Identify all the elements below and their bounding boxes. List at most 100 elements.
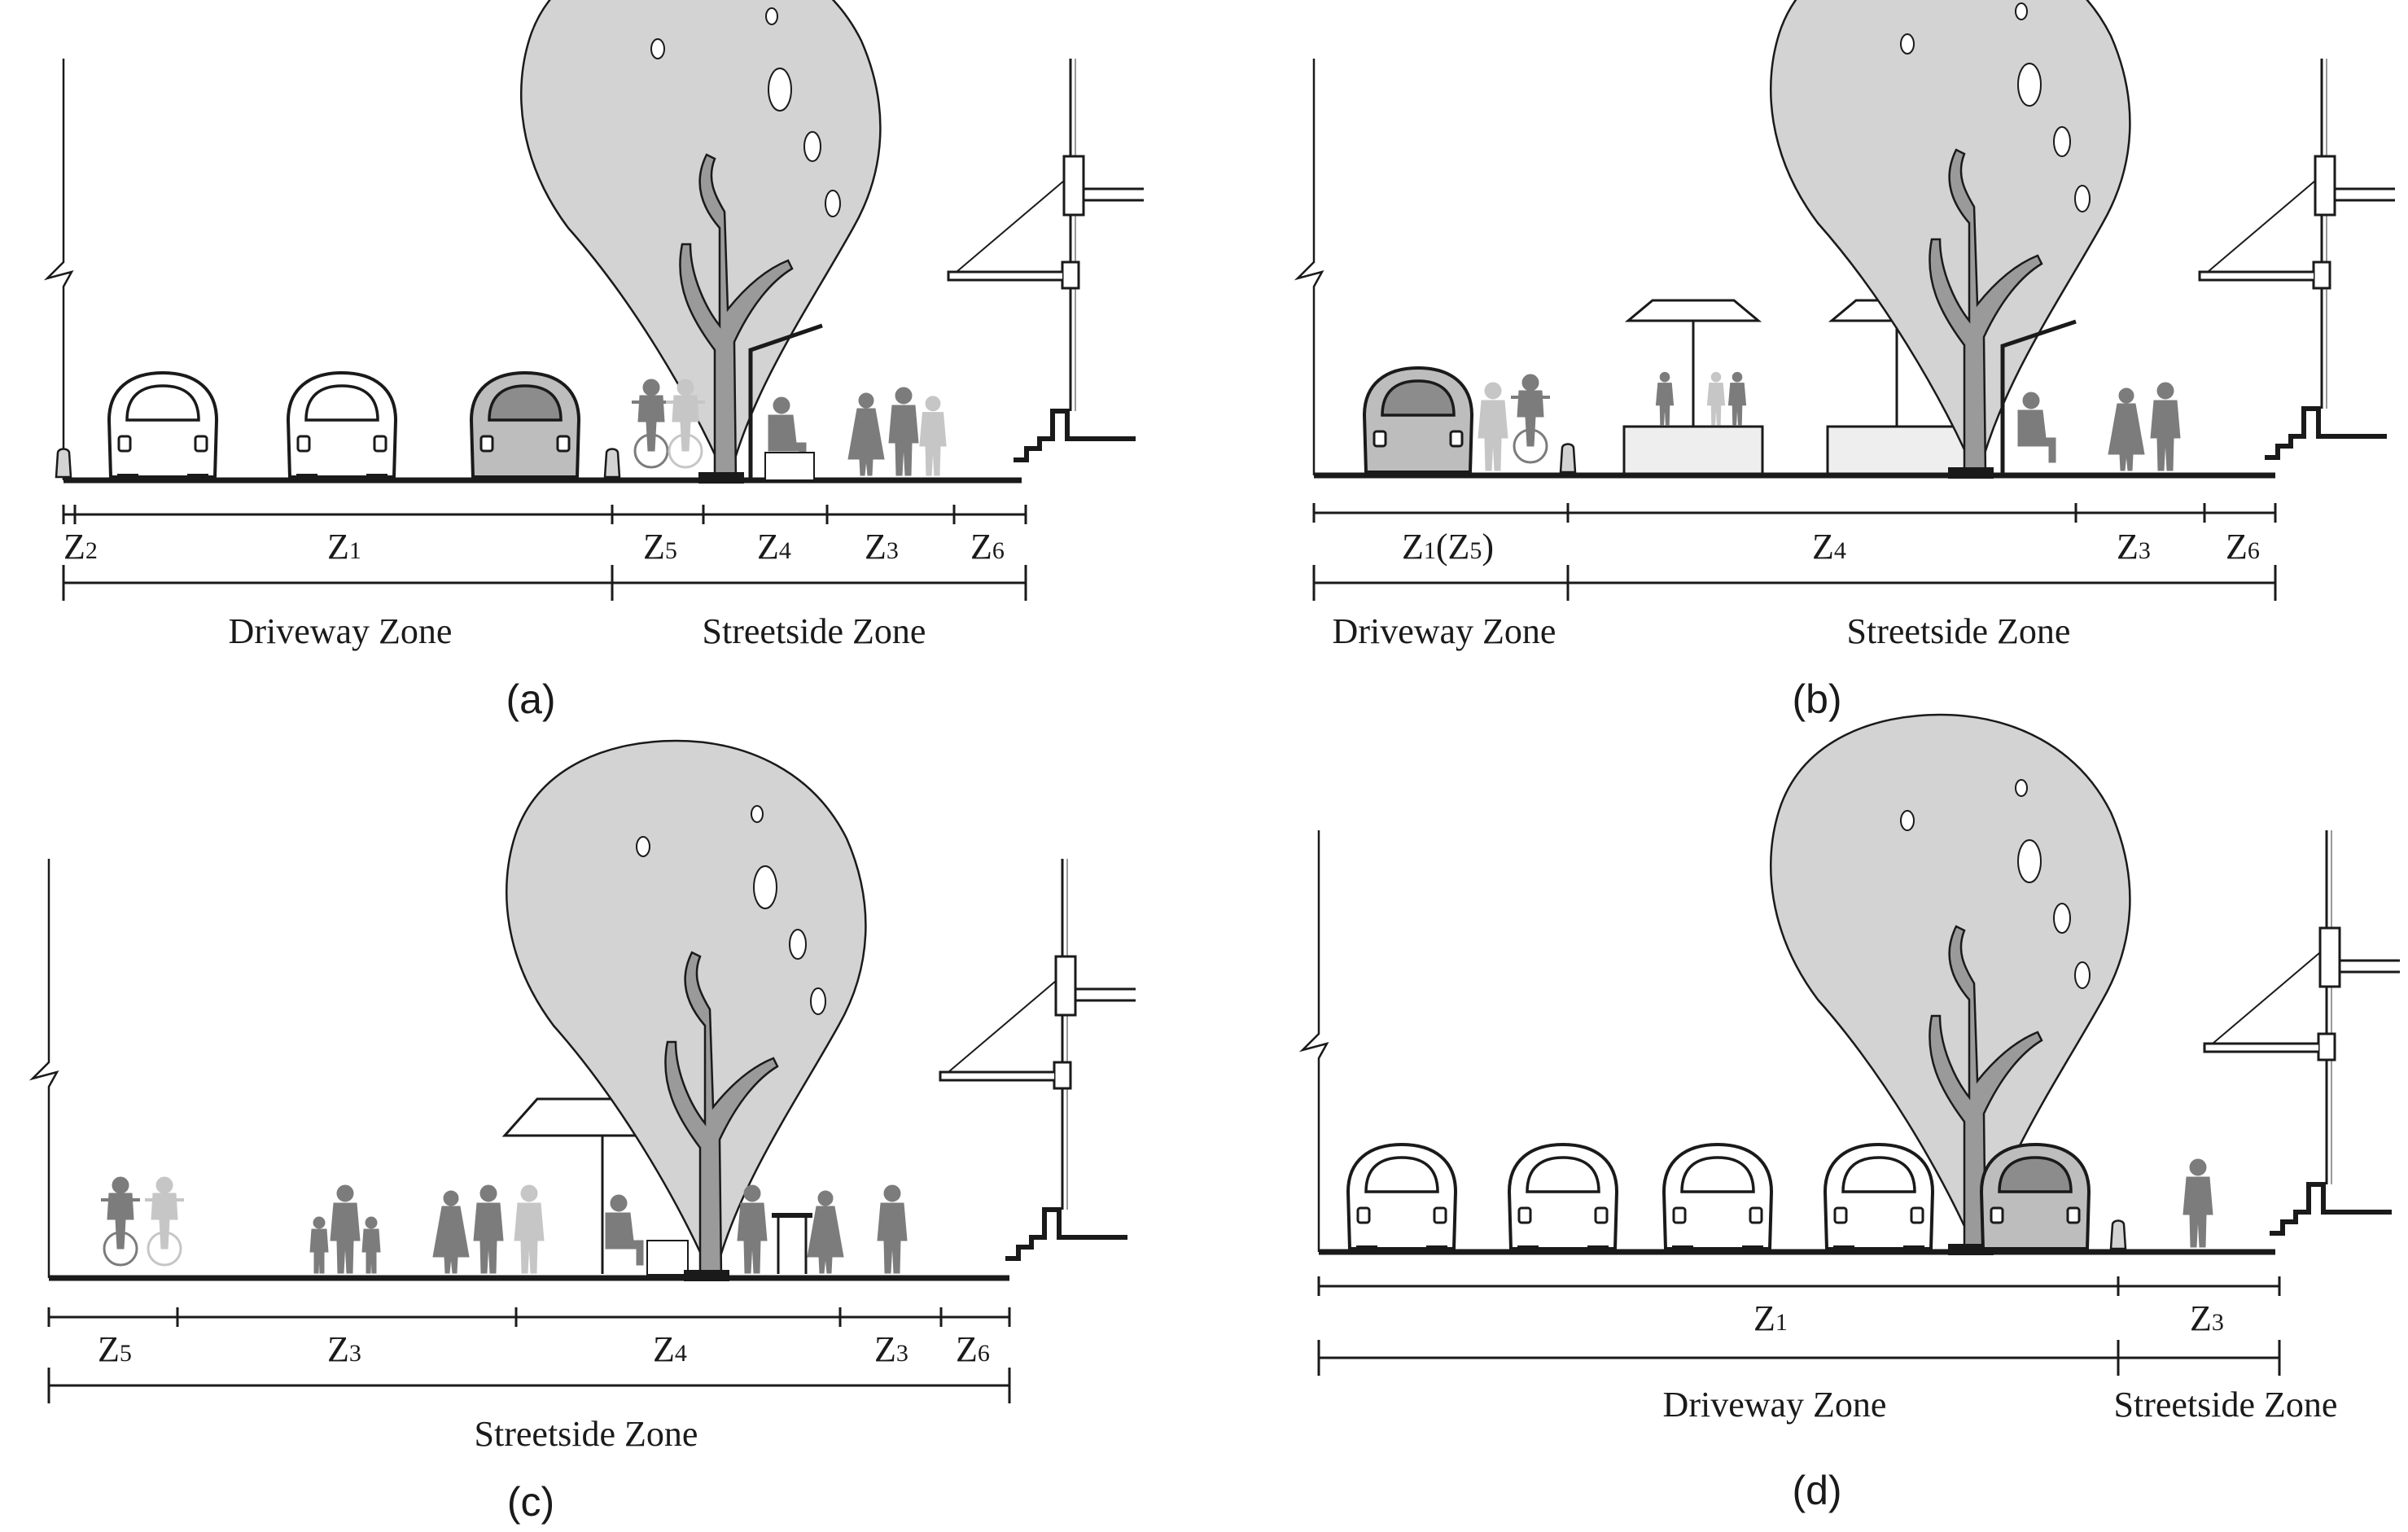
panel-a-bollard	[603, 448, 621, 479]
zone-label-b-z1z5: Z1(Z5)	[1402, 527, 1494, 567]
panel-c-facade-balcony-post	[1054, 955, 1077, 1017]
panel-a-facade-awning-bracket	[1061, 260, 1080, 290]
panel-a-pedestrian	[888, 387, 919, 476]
zone-label-a-z2: Z2	[63, 527, 98, 567]
zone-label-c-z3b: Z3	[874, 1329, 908, 1369]
panel-b-umbrella-left	[1624, 299, 1762, 322]
panel-b-diner-faded	[1706, 371, 1726, 426]
panel-c-cyclist-faded	[143, 1175, 186, 1267]
panel-c-pedestrian	[432, 1190, 470, 1274]
zone-label-c-z4: Z4	[653, 1329, 687, 1369]
panel-c-pedestrian	[473, 1184, 504, 1274]
panel-c-facade-awning-cable	[948, 980, 1057, 1073]
panel-c-facade-awning-bracket	[1053, 1061, 1072, 1090]
panel-b-diner	[1727, 371, 1747, 426]
panel-c-left-building	[28, 859, 59, 1278]
group-label-d-driveway: Driveway Zone	[1663, 1385, 1887, 1425]
panel-b-car	[1363, 366, 1473, 474]
panel-d-facade-balcony-slab	[2340, 959, 2400, 974]
panel-c-pedestrian	[807, 1190, 844, 1274]
panel-c-cafe-table	[772, 1213, 812, 1218]
panel-d-zone-labels: Z1 Z3 Driveway Zone Streetside Zone (d)	[1663, 1298, 2338, 1513]
zone-label-a-z6: Z6	[970, 527, 1005, 567]
panel-b-pedestrian-faded	[1478, 382, 1508, 471]
panel-d-car	[1508, 1143, 1618, 1252]
panel-d-car-gray	[1980, 1143, 2091, 1250]
panel-b-planter-left	[1622, 425, 1764, 475]
zone-label-b-z6: Z6	[2226, 527, 2260, 567]
panel-d-left-building	[1298, 830, 1329, 1252]
panel-d-pedestrian	[2183, 1158, 2213, 1248]
group-label-d-streetside: Streetside Zone	[2114, 1385, 2338, 1425]
panel-b-tree	[1769, 0, 2131, 480]
panel-caption-c: (c)	[507, 1479, 554, 1525]
panel-b-bollard	[1559, 443, 1577, 474]
panel-caption-b: (b)	[1792, 676, 1841, 722]
panel-b-cyclist	[1509, 373, 1552, 464]
panel-a-left-building	[43, 59, 74, 480]
panel-d-facade-awning-bracket	[2317, 1032, 2336, 1061]
panel-a-bench	[764, 452, 815, 481]
panel-d-car	[1346, 1143, 1457, 1252]
panel-b-facade-balcony-slab	[2335, 187, 2395, 202]
panel-b-facade-awning-cable	[2207, 180, 2316, 273]
panel-a-car	[470, 371, 580, 479]
panel-a-facade-awning	[947, 270, 1062, 282]
group-label-a-streetside: Streetside Zone	[703, 611, 926, 651]
panel-a-car	[287, 371, 397, 480]
panel-c-seated-person	[605, 1194, 644, 1266]
panel-d-facade-steps	[2270, 1182, 2392, 1236]
panel-d-facade-balcony-post	[2318, 926, 2341, 988]
zone-label-d-z3: Z3	[2190, 1298, 2224, 1338]
panel-c-pedestrian	[877, 1184, 908, 1274]
panel-b-facade-awning	[2198, 270, 2314, 282]
zone-label-c-z6: Z6	[956, 1329, 990, 1369]
zone-label-a-z5: Z5	[643, 527, 677, 567]
panel-a-facade-balcony-slab	[1084, 187, 1144, 202]
panel-a-section	[43, 0, 1144, 601]
panel-b-seated-person	[2017, 392, 2056, 463]
panel-a-facade-steps	[1014, 409, 1136, 462]
panel-d-car	[1662, 1143, 1773, 1252]
panel-c-zone-labels: Z5 Z3 Z4 Z3 Z6 Streetside Zone (c)	[98, 1329, 990, 1525]
group-label-a-driveway: Driveway Zone	[229, 611, 453, 651]
panel-c-facade-awning	[939, 1070, 1054, 1082]
panel-c-bench	[646, 1240, 689, 1276]
panel-a-facade-balcony-post	[1062, 155, 1085, 217]
panel-b-facade-awning-bracket	[2312, 260, 2331, 290]
panel-c-child	[309, 1216, 329, 1274]
panel-d-section	[1298, 713, 2400, 1376]
panel-b-facade-steps	[2265, 406, 2387, 460]
panel-b-pedestrian	[2108, 387, 2145, 471]
zone-label-c-z5: Z5	[98, 1329, 132, 1369]
group-label-b-driveway: Driveway Zone	[1333, 611, 1556, 651]
panel-c-child	[361, 1216, 381, 1274]
panel-c-cyclist	[99, 1175, 142, 1267]
panel-c-facade-steps	[1005, 1207, 1127, 1261]
panel-caption-d: (d)	[1792, 1468, 1841, 1513]
panel-a-lamp-post	[748, 323, 823, 480]
panel-a-bollard	[55, 448, 72, 479]
panel-b-zone-labels: Z1(Z5) Z4 Z3 Z6 Driveway Zone Streetside…	[1333, 527, 2260, 722]
panel-c-pedestrian	[330, 1184, 361, 1274]
group-label-c-streetside: Streetside Zone	[475, 1414, 698, 1454]
panel-b-section	[1294, 0, 2395, 601]
panel-c-tree	[505, 739, 867, 1283]
zone-label-a-z4: Z4	[757, 527, 791, 567]
panel-a-car	[107, 371, 218, 480]
zone-label-a-z3: Z3	[865, 527, 899, 567]
panel-a-pedestrian-faded	[919, 396, 947, 476]
panel-b-planter-right	[1826, 425, 1968, 475]
panel-b-lamp-post	[2000, 319, 2077, 475]
zone-label-a-z1: Z1	[327, 527, 361, 567]
zone-label-b-z3: Z3	[2117, 527, 2151, 567]
zone-label-b-z4: Z4	[1812, 527, 1846, 567]
panel-b-left-building	[1294, 59, 1324, 475]
panel-d-car	[1824, 1143, 1934, 1252]
panel-d-bollard	[2109, 1219, 2127, 1250]
zone-label-c-z3: Z3	[327, 1329, 361, 1369]
panel-b-pedestrian	[2150, 382, 2181, 471]
panel-b-diner	[1655, 371, 1675, 426]
panel-caption-a: (a)	[506, 676, 555, 722]
